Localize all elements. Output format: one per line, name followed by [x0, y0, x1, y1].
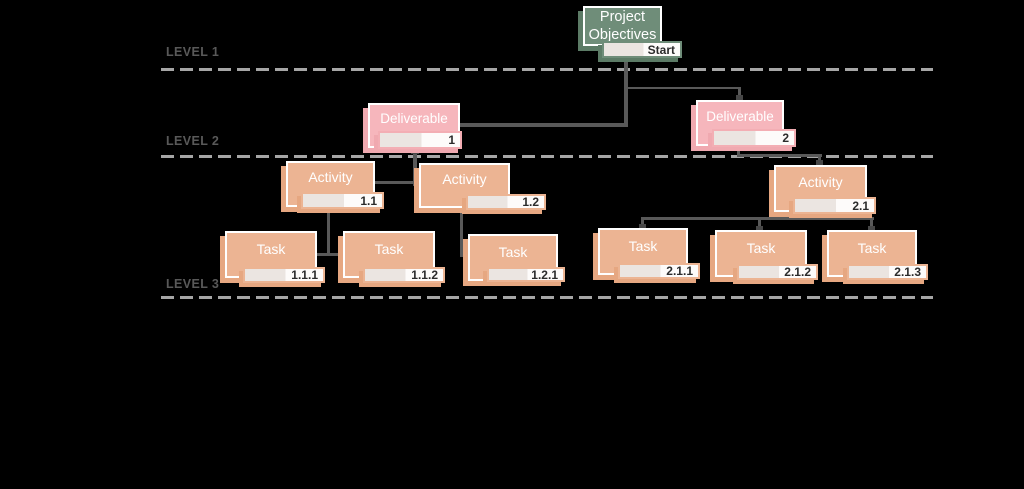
level-2-label: LEVEL 2	[166, 134, 220, 148]
node-task-2-1-1-title: Task	[628, 237, 658, 254]
tag-task-1-2-1: 1.2.1	[487, 267, 565, 282]
connector-to-activity-2-1	[737, 154, 822, 157]
node-project-objectives: Project Objectives	[583, 6, 662, 46]
connector-activity-1-1-trunk	[327, 210, 330, 255]
level-3-divider-line	[161, 296, 933, 299]
connector-cap	[868, 226, 875, 231]
connector-root-to-deliverable-1	[460, 123, 628, 127]
connector-deliverable-1-trunk	[413, 149, 417, 186]
connector-cap	[736, 95, 743, 100]
level-3-label: LEVEL 3	[166, 277, 220, 291]
connector-cap	[816, 160, 823, 165]
connector-deliverable-2-stub	[737, 148, 740, 157]
node-deliverable-2-title: Deliverable	[706, 108, 774, 124]
connector-drop-deliverable-2	[738, 87, 741, 99]
connector-cap	[639, 224, 646, 229]
tag-task-2-1-1: 2.1.1	[618, 263, 700, 279]
node-activity-1-2-title: Activity	[442, 170, 487, 187]
node-task-2-1-3-title: Task	[857, 239, 887, 256]
node-activity-1-1-title: Activity	[308, 169, 353, 186]
level-1-divider-line	[161, 68, 933, 71]
tag-activity-1-2: 1.2	[466, 194, 546, 210]
node-deliverable-1-title: Deliverable	[380, 111, 448, 127]
node-project-objectives-title: Project Objectives	[588, 8, 657, 43]
connector-drop-task-2-1-2	[758, 217, 761, 230]
tag-task-1-1-1: 1.1.1	[243, 267, 325, 283]
level-1-label: LEVEL 1	[166, 45, 220, 59]
node-task-2-1-2-title: Task	[746, 239, 776, 256]
connector-tasks-1-1-bridge	[315, 253, 345, 256]
connector-drop-activity-2-1	[818, 154, 821, 165]
tag-deliverable-1: 1	[378, 131, 462, 149]
connector-root-to-deliverable-2	[626, 87, 740, 89]
node-task-1-1-1-title: Task	[256, 240, 286, 257]
tag-activity-1-1: 1.1	[301, 192, 384, 209]
connector-drop-task-2-1-1	[641, 217, 644, 228]
node-task-1-1-2-title: Task	[374, 240, 404, 257]
node-task-1-2-1-title: Task	[498, 243, 528, 260]
tag-deliverable-2: 2	[712, 129, 796, 147]
connector-to-activity-1-1	[375, 181, 415, 184]
connector-cap	[411, 150, 419, 154]
connector-cap	[756, 226, 763, 231]
connector-drop-task-2-1-3	[870, 217, 873, 230]
connector-to-task-1-2-1	[460, 254, 469, 257]
tag-task-2-1-3: 2.1.3	[847, 264, 928, 280]
tag-activity-2-1: 2.1	[793, 197, 876, 214]
node-activity-2-1-title: Activity	[798, 173, 843, 190]
level-2-divider-line	[161, 155, 933, 158]
tag-start: Start	[602, 41, 682, 58]
connector-activity-1-2-trunk	[460, 209, 463, 257]
tag-task-1-1-2: 1.1.2	[363, 267, 445, 283]
tag-task-2-1-2: 2.1.2	[737, 264, 818, 280]
connector-root-trunk	[624, 57, 628, 127]
